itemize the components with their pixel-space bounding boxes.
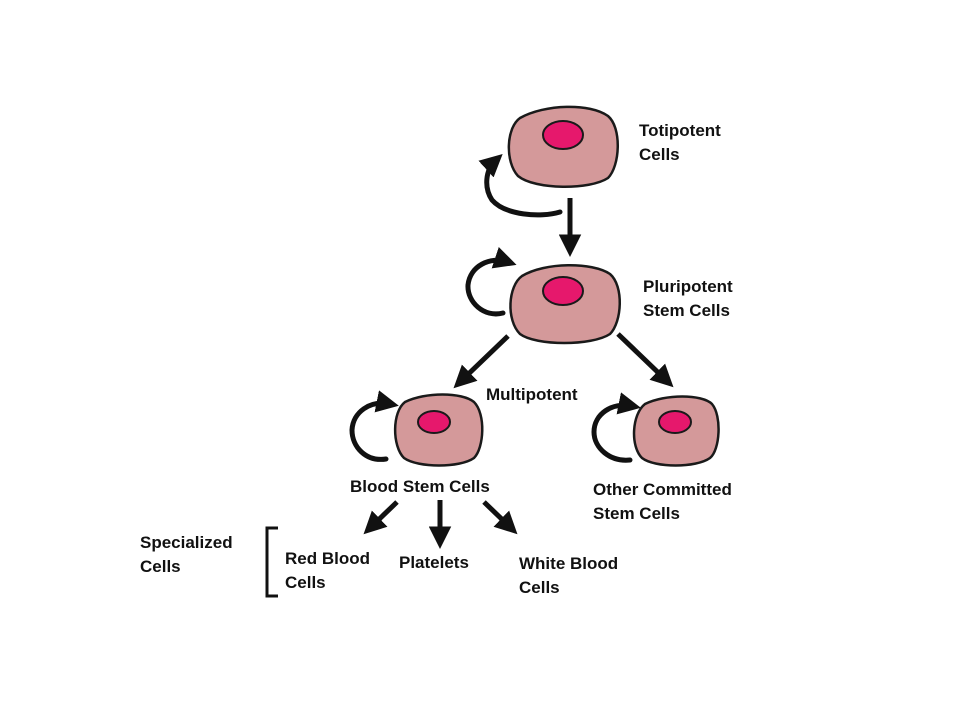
totipotent-nucleus: [542, 120, 584, 150]
blood-stem-to-white-blood-arrow: [482, 500, 518, 535]
totipotent-self-renewal-arrow: [478, 153, 563, 218]
specialized-cells-bracket: [265, 526, 278, 598]
totipotent-label: Totipotent Cells: [639, 121, 721, 164]
pluripotent-cell: [509, 264, 621, 345]
specialized-cells-label: Specialized Cells: [140, 533, 233, 576]
blood-stem-to-red-blood-arrow: [363, 500, 399, 535]
other-committed-nucleus: [658, 410, 692, 434]
blood-stem-cell: [393, 393, 484, 467]
platelets-label: Platelets: [399, 553, 469, 572]
other-committed-cell: [632, 395, 720, 467]
pluripotent-to-blood-stem-arrow: [453, 334, 510, 389]
blood-stem-self-renewal-arrow: [349, 390, 399, 462]
pluripotent-label: Pluripotent Stem Cells: [643, 277, 733, 320]
blood-stem-label: Blood Stem Cells: [350, 477, 490, 496]
pluripotent-self-renewal-arrow: [465, 247, 517, 317]
multipotent-label: Multipotent: [486, 385, 578, 404]
white-blood-cells-label: White Blood Cells: [519, 554, 619, 597]
pluripotent-nucleus: [542, 276, 584, 306]
totipotent-cell: [507, 105, 619, 188]
other-committed-label: Other Committed Stem Cells: [593, 480, 732, 523]
blood-stem-nucleus: [417, 410, 451, 434]
pluripotent-to-other-committed-arrow: [616, 332, 674, 388]
other-committed-self-renewal-arrow: [591, 392, 641, 463]
red-blood-cells-label: Red Blood Cells: [285, 549, 370, 592]
